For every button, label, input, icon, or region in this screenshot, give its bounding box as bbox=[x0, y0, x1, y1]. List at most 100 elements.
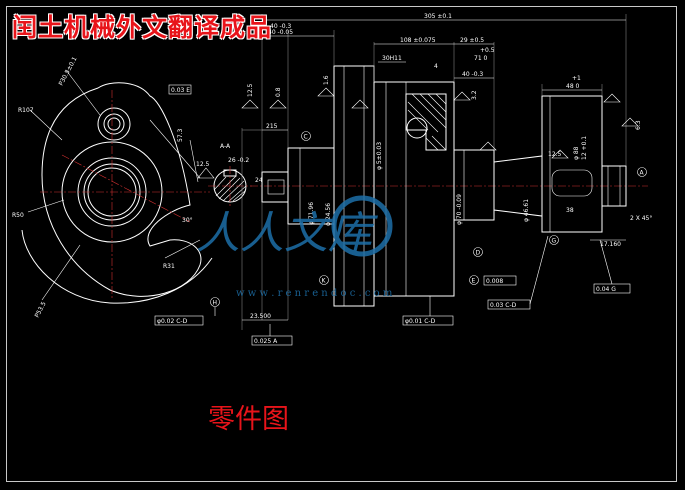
datum-g: G bbox=[549, 235, 559, 245]
dim-p53: P53.5 bbox=[34, 301, 48, 319]
rough-sym-1 bbox=[241, 99, 259, 109]
dim-24: 24 bbox=[255, 177, 263, 184]
rough-sym-8 bbox=[551, 149, 569, 159]
top-boss-hole bbox=[103, 113, 125, 135]
watermark-ring-icon bbox=[331, 195, 393, 257]
dim-d1796: φ 71.96 bbox=[308, 202, 315, 225]
roughness-aa bbox=[197, 167, 215, 179]
dim-d888: φ 88 bbox=[573, 146, 580, 160]
rough-sym-2 bbox=[269, 99, 287, 109]
svg-text:G: G bbox=[552, 238, 557, 245]
dim-r107: R107 bbox=[18, 107, 34, 114]
leader-r31 bbox=[164, 239, 201, 259]
leader-d50 bbox=[27, 199, 65, 213]
dim-d1261: 12 +0.1 bbox=[581, 136, 588, 160]
dim-r31: R31 bbox=[163, 263, 175, 270]
dim-125: 12.5 bbox=[548, 151, 562, 158]
datum-a: A bbox=[637, 167, 647, 177]
svg-text:D: D bbox=[476, 250, 481, 257]
dim-40-03: 40 -0.3 bbox=[270, 23, 291, 30]
dim-d2484: φ 24.56 bbox=[325, 203, 332, 226]
rough-sym-5 bbox=[453, 91, 471, 101]
rough-aa: 12.5 bbox=[196, 161, 210, 168]
tol-4: φ0.01 C-D bbox=[405, 318, 436, 325]
dim-ang30: 30° bbox=[182, 217, 193, 224]
rough-sym-6 bbox=[603, 93, 621, 103]
section-aa: A-A 26 -0.2 24 12.5 bbox=[196, 143, 263, 208]
svg-text:A: A bbox=[640, 170, 645, 177]
end-view: P30.5±0.1 R107 R50 P53.5 R31 57.3 30° 0.… bbox=[12, 56, 220, 326]
dim-30h11: 30H11 bbox=[382, 55, 402, 62]
tol-5: 0.008 bbox=[486, 278, 503, 285]
dim-21: 4 bbox=[434, 63, 438, 70]
dim-plus1: +1 bbox=[572, 75, 581, 82]
dim-215: 215 bbox=[266, 123, 278, 130]
dim-38: 38 bbox=[566, 207, 574, 214]
dim-d4661: φ 46.61 bbox=[523, 199, 530, 222]
leader-573 bbox=[149, 119, 201, 179]
datum-k: K bbox=[319, 275, 329, 285]
dim-17: 17.160 bbox=[600, 241, 621, 248]
watermark-chars: 人人文库 bbox=[196, 208, 379, 259]
rough-sym-9 bbox=[479, 141, 497, 151]
rough-sym-7 bbox=[621, 117, 639, 127]
header-watermark: 闰土机械外文翻译成品 bbox=[12, 13, 273, 42]
stub-keyway bbox=[267, 179, 285, 195]
dim-d7009: φ 70 -0.09 bbox=[456, 194, 463, 225]
dim-71: 71 0 bbox=[474, 55, 488, 62]
right-keyway bbox=[551, 169, 593, 197]
tol-box-1 bbox=[168, 84, 192, 95]
rough-sym-4 bbox=[351, 99, 369, 109]
top-boss-outer bbox=[97, 107, 131, 141]
rough-1: 12.5 bbox=[247, 83, 254, 97]
tol-box-2 bbox=[154, 315, 204, 326]
dim-d50: R50 bbox=[12, 212, 24, 219]
shaft-right bbox=[541, 95, 603, 233]
dim-23: 23.500 bbox=[250, 313, 271, 320]
tol-1: 0.03 E bbox=[171, 87, 190, 94]
top-boss-inner bbox=[107, 117, 121, 131]
rough-2: 0.8 bbox=[275, 87, 282, 97]
datum-c: C bbox=[301, 131, 311, 141]
end-view-diag-centerline bbox=[61, 154, 191, 223]
tol-7: 0.04 G bbox=[596, 286, 616, 293]
leader-p65 bbox=[65, 69, 101, 116]
leader-dim-side bbox=[189, 139, 199, 183]
shaft-view: 305 ±0.1 40 -0.05 108 ±0.075 29 ±0.5 +0.… bbox=[241, 13, 652, 346]
leader-p53 bbox=[41, 244, 81, 301]
dim-48: 48 0 bbox=[566, 83, 580, 90]
rough-5: 3.2 bbox=[471, 90, 478, 100]
shaft-thread-end bbox=[601, 165, 627, 207]
svg-text:E: E bbox=[472, 278, 476, 285]
section-label: A-A bbox=[220, 143, 231, 150]
tol-2: φ0.02 C-D bbox=[157, 318, 188, 325]
dim-40-r: 40 -0.3 bbox=[462, 71, 483, 78]
rough-3: 1.6 bbox=[323, 75, 330, 85]
dim-108: 108 ±0.075 bbox=[400, 37, 436, 44]
watermark-url: w w w . r e n r e n d o c . c o m bbox=[236, 288, 393, 299]
datum-h: H bbox=[213, 300, 218, 307]
datum-d: D bbox=[473, 247, 483, 257]
tol-box-5 bbox=[483, 275, 517, 286]
tol-3: 0.025 A bbox=[254, 338, 278, 345]
drawing-title: 零件图 bbox=[208, 404, 289, 435]
lower-contour bbox=[21, 229, 213, 304]
dim-26: 26 -0.2 bbox=[228, 157, 249, 164]
dim-overall: 305 ±0.1 bbox=[424, 13, 452, 20]
site-watermark: 人人文库 w w w . r e n r e n d o c . c o m bbox=[196, 195, 393, 299]
rough-7: 6.3 bbox=[635, 120, 642, 130]
dim-29: 29 ±0.5 bbox=[460, 37, 484, 44]
svg-text:K: K bbox=[322, 278, 327, 285]
dim-40-05: 40 -0.05 bbox=[268, 29, 293, 36]
tol-box-4 bbox=[402, 315, 454, 326]
svg-text:C: C bbox=[304, 134, 308, 141]
body-hatch bbox=[405, 93, 447, 151]
tol-box-6 bbox=[487, 299, 531, 310]
rough-sym-3 bbox=[317, 87, 335, 97]
dim-d1609: φ 5±0.03 bbox=[376, 142, 383, 170]
leader-r107 bbox=[29, 109, 63, 141]
end-view-outline bbox=[41, 82, 202, 297]
dim-573: 57.3 bbox=[177, 128, 184, 142]
